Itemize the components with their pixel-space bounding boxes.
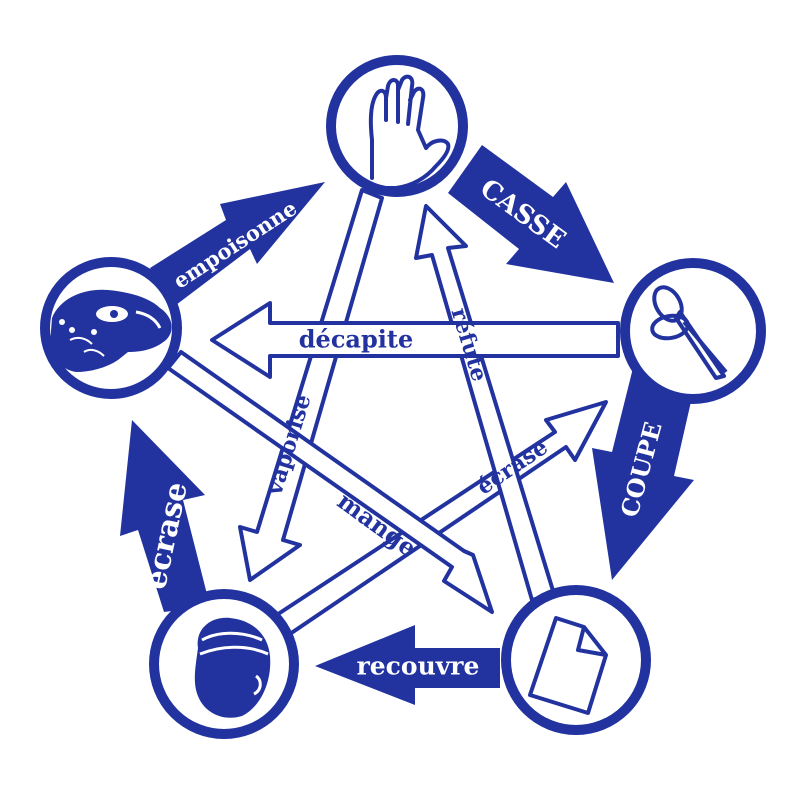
arrow-spock-to-rock [238, 188, 384, 582]
arrow-paper-to-spock [414, 204, 556, 602]
arrow-scissors-to-lizard [210, 301, 620, 379]
label-decapite: décapite [299, 325, 413, 354]
arrow-scissors-to-paper: COUPE [592, 368, 695, 580]
node-spock [326, 55, 468, 197]
arrow-rock-to-scissors [264, 400, 608, 642]
scissors-icon [650, 285, 728, 380]
arrow-lizard-to-spock: empoisonne [150, 182, 325, 308]
node-paper [501, 585, 651, 735]
node-rock [149, 589, 299, 739]
node-scissors [620, 258, 766, 404]
paper-icon [528, 616, 608, 715]
arrow-paper-to-rock: recouvre [315, 625, 500, 705]
label-recouvre: recouvre [357, 652, 480, 681]
lizard-icon [50, 289, 172, 372]
arrow-lizard-to-paper [166, 350, 494, 614]
node-lizard [40, 257, 182, 399]
arrow-spock-to-scissors: CASSE [448, 145, 614, 283]
spock-hand-icon [368, 74, 451, 190]
arrow-rock-to-lizard: écrase [120, 420, 210, 612]
rock-icon [194, 617, 271, 718]
